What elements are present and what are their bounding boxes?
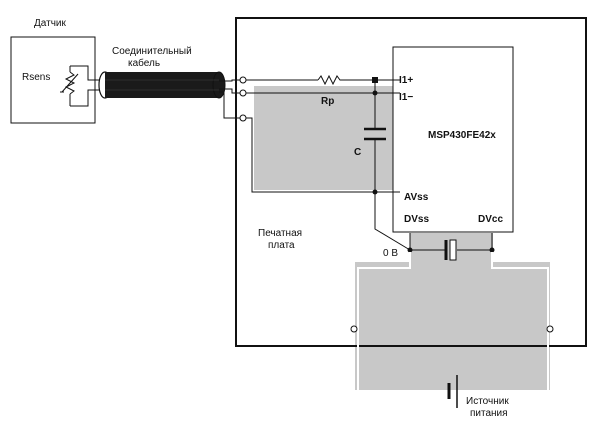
board-label-line1: Печатная [258,228,302,239]
shielded-cable-icon [98,71,226,99]
sensor-wiring [70,65,105,107]
junction-dots [372,77,495,253]
pin-i1p-label: I1+ [399,75,413,86]
rp-label: Rp [321,96,334,107]
board-edge-terminals [350,325,554,333]
cable-to-connector-wires [219,79,240,119]
pin-avss-label: AVss [404,192,429,203]
capacitor-icon [364,127,386,141]
board-label-line2: плата [268,240,295,251]
decoupling-capacitor-icon [444,239,457,261]
supply-traces [357,252,549,392]
pin-dvcc-label: DVcc [478,214,503,225]
chip-name: MSP430FE42x [428,130,496,141]
rsens-icon [60,66,79,106]
rp-resistor-icon [317,74,342,86]
power-label-line1: Источник [466,396,509,407]
connector-terminals [239,76,247,122]
cable-label-line1: Соединительный [112,46,192,57]
battery-icon [447,375,458,408]
supply-plane-bottom [355,262,550,390]
sensor-title: Датчик [34,18,66,29]
power-label-line2: питания [470,408,508,419]
board-wiring [246,79,493,251]
pin-i1m-label: I1− [399,92,413,103]
pcb-outline [235,17,587,347]
zero-volt-label: 0 В [383,248,398,259]
chip-body [392,46,514,233]
c-label: C [354,147,361,158]
pin-dvss-label: DVss [404,214,429,225]
cable-label-line2: кабель [128,57,160,69]
rsens-label: Rsens [22,72,50,83]
